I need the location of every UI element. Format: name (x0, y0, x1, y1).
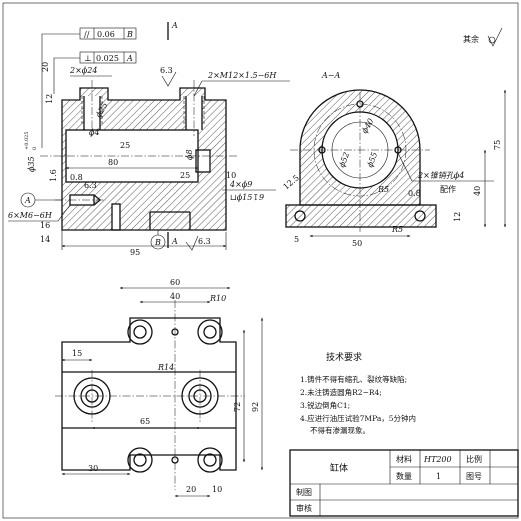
section-dim-12-5: 12.5 (282, 173, 301, 191)
dim-phi8: ϕ8 (185, 149, 194, 160)
section-pins-note: 配作 (440, 184, 456, 194)
top-dim-20: 20 (186, 485, 196, 494)
dim-cbore: ⊔ϕ15↧9 (230, 193, 264, 202)
section-title: A−A (321, 71, 340, 80)
roughness-label: 其余 (463, 34, 479, 44)
section-dim-r5b: R5 (391, 225, 403, 234)
dim-25: 25 (120, 141, 130, 150)
gdt-parallel-datum: B (126, 30, 133, 39)
title-qty-value: 1 (436, 472, 441, 481)
roughness-note: 其余 (463, 27, 503, 47)
section-pins-label: 2×锥销孔ϕ4 (417, 171, 464, 180)
tech-item-1: 1.铸件不得有缩孔、裂纹等缺陷; (300, 374, 407, 384)
dim-4phi9: 4×ϕ9 (229, 180, 252, 189)
dim-12: 12 (45, 94, 54, 104)
dim-6-3-bottom: 6.3 (198, 237, 211, 246)
top-dim-10: 10 (212, 485, 222, 494)
tech-item-5: 不得有渗漏现象。 (310, 425, 370, 435)
title-drawn-label: 制图 (296, 487, 312, 497)
threads-top-right-label: 2×M12×1.5−6H (207, 71, 277, 80)
dim-95: 95 (130, 248, 140, 257)
tech-title: 技术要求 (326, 351, 362, 363)
dim-10: 10 (226, 171, 236, 180)
dim-16: 16 (40, 221, 50, 230)
dim-80: 80 (108, 158, 118, 167)
gdt-perp-value: 0.025 (96, 54, 119, 63)
dim-20: 20 (41, 62, 50, 72)
title-part-name: 缸体 (330, 462, 348, 474)
tech-item-3: 3.锐边倒角C1; (300, 400, 350, 410)
roughness-symbol-icon (487, 27, 503, 47)
gdt-parallel-value: 0.06 (97, 30, 115, 39)
threads-left-label: 6×M6−6H (8, 211, 53, 220)
title-checked-label: 审核 (296, 503, 312, 513)
tech-requirements: 技术要求 1.铸件不得有缩孔、裂纹等缺陷; 2.未注铸造圆角R2−R4; 3.锐… (300, 351, 416, 435)
dim-1-6: 1.6 (49, 169, 58, 182)
section-dim-0-8: 0.8 (408, 189, 421, 198)
top-dim-15: 15 (72, 349, 82, 358)
datum-a-label: A (24, 196, 31, 205)
top-view: 60 40 R10 R14 15 65 72 92 30 20 10 (55, 278, 264, 498)
title-material-label: 材料 (396, 454, 412, 464)
section-dim-r5: R5 (377, 185, 389, 194)
section-dim-40: 40 (473, 186, 482, 196)
front-dimensions: 2×ϕ24 6.3 A 2×M12×1.5−6H ϕ4 25 80 25 10 … (8, 21, 290, 257)
front-view: // 0.06 B ⊥ 0.025 A (8, 21, 290, 257)
title-material-value: HT200 (423, 455, 452, 464)
dim-14: 14 (40, 235, 50, 244)
dim-phi35: ϕ35 (27, 156, 36, 172)
top-dim-r14: R14 (157, 363, 174, 372)
section-dim-12: 12 (453, 212, 462, 222)
top-dim-40: 40 (170, 292, 180, 301)
dim-0-8: 0.8 (70, 173, 83, 182)
section-dim-5: 5 (294, 235, 299, 244)
section-view: A−A 75 40 12 50 5 12.5 ϕ40 ϕ52 ϕ55 R5 R5… (282, 71, 507, 248)
gdt-perp-datum: A (126, 54, 133, 63)
title-block: 缸体 材料 HT200 比例 数量 1 图号 制图 审核 (289, 449, 519, 517)
title-qty-label: 数量 (396, 471, 412, 481)
dim-6-3-mid: 6.3 (84, 181, 97, 190)
holes-top-left-label: 2×ϕ24 (69, 66, 97, 75)
gdt-perp-symbol: ⊥ (84, 54, 92, 63)
dim-phi35-tol: +0.025 (24, 131, 30, 150)
top-dim-r10: R10 (209, 294, 226, 303)
top-dim-72: 72 (233, 402, 242, 412)
tech-item-2: 2.未注铸造圆角R2−R4; (300, 387, 382, 397)
datum-b-label: B (154, 238, 161, 247)
top-dim-65: 65 (140, 417, 150, 426)
dim-phi4: ϕ4 (89, 128, 100, 137)
title-drawing-no-label: 图号 (466, 472, 482, 481)
front-body (40, 80, 238, 231)
section-dim-75: 75 (493, 140, 502, 150)
roughness-top-value: 6.3 (160, 66, 173, 75)
gdt-parallel-symbol: // (84, 30, 90, 39)
section-marker-bottom: A (171, 237, 178, 246)
title-scale-label: 比例 (466, 454, 482, 464)
tech-item-4: 4.应进行油压试验7MPa，5分钟内 (300, 413, 416, 423)
top-dim-30: 30 (88, 464, 98, 473)
top-dim-60: 60 (170, 278, 180, 287)
section-dim-50: 50 (352, 239, 362, 248)
dim-phi35-tol2: 0 (32, 147, 38, 150)
top-dim-92: 92 (251, 402, 260, 412)
gdt-frames: // 0.06 B ⊥ 0.025 A (41, 27, 137, 148)
section-marker-top: A (171, 21, 178, 30)
dim-25b: 25 (180, 171, 190, 180)
